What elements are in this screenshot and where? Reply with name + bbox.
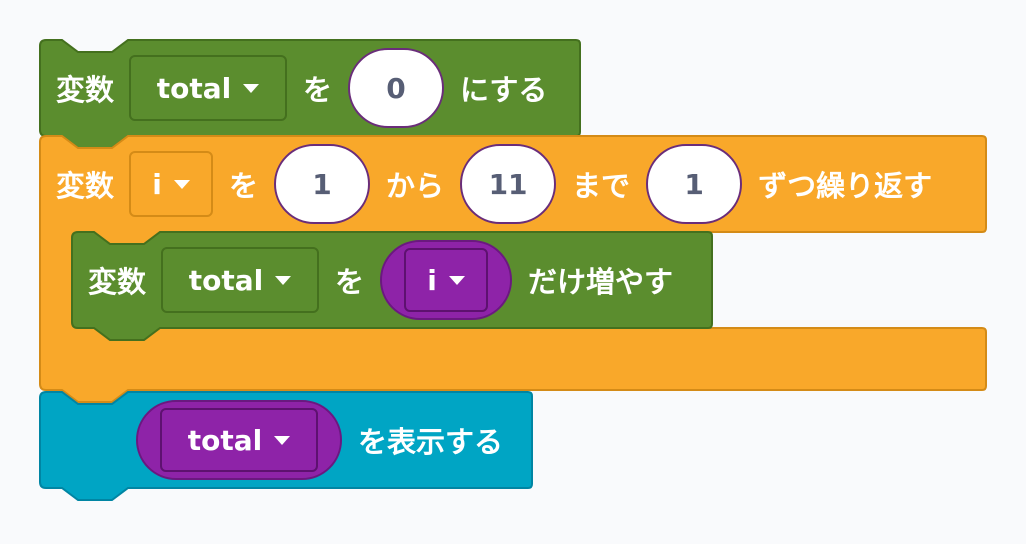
- display-suffix: を表示する: [358, 425, 504, 459]
- dropdown-caret-icon: [275, 275, 292, 285]
- change-suffix: だけ増やす: [528, 265, 674, 299]
- for-loop-block[interactable]: 変数 i を 1 から 11 まで 1 ずつ繰り返す: [40, 144, 933, 224]
- from-value-input[interactable]: 1: [274, 144, 371, 224]
- reporter-dropdown-text: total: [187, 423, 263, 457]
- variable-dropdown-total[interactable]: total: [161, 247, 320, 313]
- variable-dropdown-text: total: [188, 263, 264, 297]
- variable-dropdown-text: total: [156, 71, 232, 105]
- dropdown-caret-icon: [173, 179, 190, 189]
- variable-dropdown-i[interactable]: i: [129, 151, 214, 217]
- set-total-block[interactable]: 変数 total を 0 にする: [40, 48, 548, 128]
- variable-dropdown-total[interactable]: total: [129, 55, 288, 121]
- change-total-block[interactable]: 変数 total を i だけ増やす: [72, 240, 674, 320]
- to-value-text: 11: [488, 167, 528, 201]
- dropdown-caret-icon: [243, 83, 260, 93]
- variable-reporter-total[interactable]: total: [136, 400, 342, 480]
- variable-reporter-i[interactable]: i: [380, 240, 513, 320]
- value-input-text: 0: [386, 71, 406, 105]
- dropdown-caret-icon: [448, 275, 465, 285]
- variable-dropdown-text: i: [152, 167, 162, 201]
- display-total-block[interactable]: total を表示する: [136, 400, 504, 480]
- to-label: まで: [572, 169, 631, 203]
- from-label: から: [386, 169, 445, 203]
- particle-wo: を: [229, 169, 259, 203]
- reporter-dropdown-i[interactable]: i: [404, 248, 489, 312]
- to-value-input[interactable]: 11: [460, 144, 557, 224]
- particle-wo: を: [303, 73, 333, 107]
- variable-label: 変数: [56, 169, 115, 203]
- from-value-text: 1: [312, 167, 332, 201]
- loop-suffix: ずつ繰り返す: [758, 169, 933, 203]
- reporter-dropdown-text: i: [427, 263, 437, 297]
- dropdown-caret-icon: [274, 435, 291, 445]
- particle-wo: を: [335, 265, 365, 299]
- variable-label: 変数: [56, 73, 115, 107]
- value-input[interactable]: 0: [348, 48, 445, 128]
- reporter-dropdown-total[interactable]: total: [160, 408, 318, 472]
- step-value-text: 1: [684, 167, 704, 201]
- step-value-input[interactable]: 1: [646, 144, 743, 224]
- set-suffix: にする: [460, 73, 548, 107]
- variable-label: 変数: [88, 265, 147, 299]
